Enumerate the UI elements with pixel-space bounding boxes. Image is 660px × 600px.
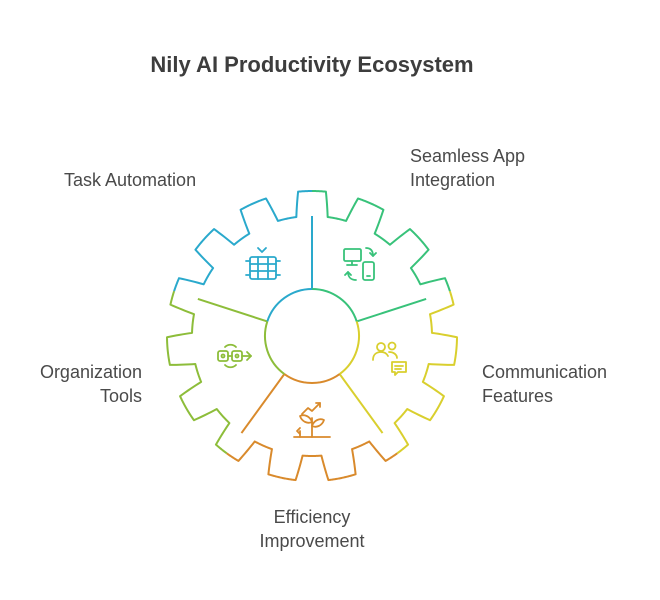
gear-spoke [197, 297, 268, 323]
label-communication-features: Communication Features [482, 360, 607, 408]
gear-spoke [240, 373, 286, 434]
gear-hub-arc [264, 321, 285, 375]
gear-segments [166, 190, 458, 482]
connected-nodes-icon [217, 343, 252, 369]
gear-hub [265, 289, 359, 383]
gear-segment-seamless-app-integration [311, 190, 451, 292]
label-line: Task Automation [64, 170, 197, 190]
label-line: Efficiency [273, 507, 351, 527]
label-line: Seamless App [410, 146, 526, 166]
label-task-automation: Task Automation [64, 168, 196, 192]
gear-hub-arc [283, 373, 341, 384]
gear-spokes [197, 216, 427, 434]
label-line: Integration [410, 170, 496, 190]
gear-segment-organization-tools [166, 290, 231, 455]
label-line: Improvement [259, 531, 365, 551]
label-line: Communication [482, 362, 608, 382]
label-organization-tools: Organization Tools [0, 360, 142, 408]
label-efficiency-improvement: Efficiency Improvement [212, 505, 412, 553]
users-chat-icon [372, 341, 407, 376]
gear-hub-arc [311, 288, 358, 322]
label-seamless-app-integration: Seamless App Integration [410, 144, 525, 192]
devices-sync-icon [343, 247, 377, 281]
gear-hub-arc [339, 321, 360, 375]
diagram-title: Nily AI Productivity Ecosystem [150, 52, 474, 77]
server-stack-icon [245, 247, 281, 280]
label-line: Tools [99, 386, 142, 406]
gear-spoke [338, 373, 384, 434]
label-line: Organization [39, 362, 142, 382]
label-line: Features [482, 386, 554, 406]
gear-segment-task-automation [173, 190, 313, 292]
gear-hub-arc [266, 288, 313, 322]
gear-segment-efficiency-improvement [226, 440, 398, 482]
gear-hub-ring [264, 288, 360, 384]
gear-segment-communication-features [393, 290, 458, 455]
growth-plant-icon [293, 402, 331, 438]
gear-spoke [356, 297, 427, 323]
